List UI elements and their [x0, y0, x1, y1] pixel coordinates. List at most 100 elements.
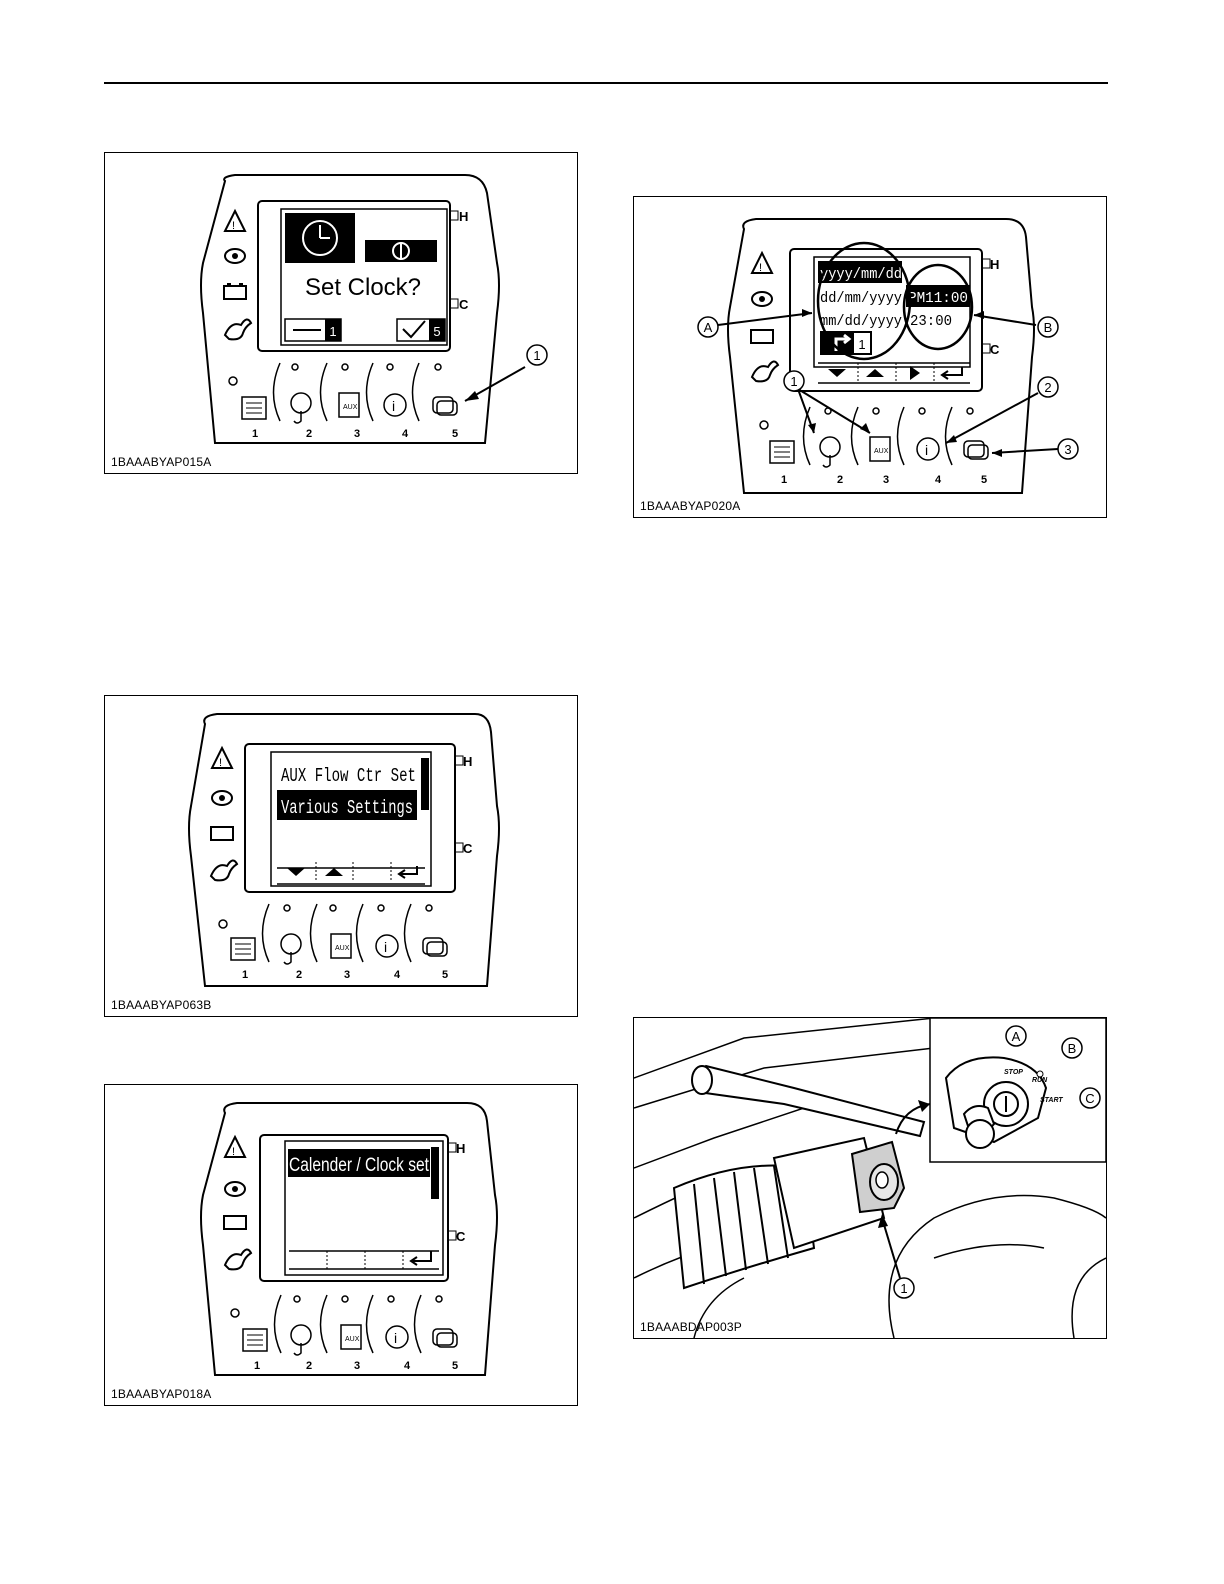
aux-lift-icon[interactable] [290, 392, 312, 424]
return-softkey[interactable]: 1 [820, 331, 872, 355]
display-switch-icon[interactable] [422, 937, 448, 957]
scrollbar[interactable] [421, 758, 429, 810]
aux-icon[interactable]: AUX [338, 392, 360, 418]
callout-circle [526, 344, 548, 366]
header-rule [104, 82, 1108, 84]
display-switch-icon[interactable] [432, 396, 458, 416]
indicator-c: C [990, 342, 1000, 357]
figure-various-settings: ! AUX Flow Ctr Set Various Settings H C … [104, 695, 578, 1017]
callout-label: B [1068, 1041, 1077, 1056]
svg-text:AUX: AUX [335, 945, 350, 952]
button-number: 5 [452, 428, 458, 440]
callout-label: C [1085, 1091, 1094, 1106]
clock-icon [285, 213, 355, 263]
figure-caption: 1BAAABYAP015A [111, 455, 212, 469]
aux-lift-icon[interactable] [280, 933, 302, 965]
info-icon[interactable]: i [383, 393, 407, 417]
cancel-softkey[interactable]: 1 [284, 318, 342, 342]
svg-text:AUX: AUX [345, 1336, 360, 1343]
aux-lift-icon[interactable] [290, 1324, 312, 1356]
right-arrow-icon[interactable] [910, 366, 920, 380]
menu-icon[interactable] [769, 440, 795, 464]
set-clock-text: Set Clock? [305, 274, 421, 301]
rabbit-icon [750, 360, 780, 383]
clock-alt-icon [365, 240, 437, 262]
oil-pressure-icon [224, 248, 246, 264]
svg-text:5: 5 [433, 324, 440, 339]
svg-text:i: i [925, 442, 928, 458]
warning-icon: ! [223, 1134, 247, 1158]
menu-item-calender-clock-set[interactable]: Calender / Clock set [289, 1155, 430, 1176]
svg-text:1: 1 [858, 337, 865, 352]
highlight-circle-b [902, 263, 974, 351]
button-number: 3 [883, 474, 889, 486]
button-number: 1 [242, 969, 248, 981]
display-switch-icon[interactable] [432, 1328, 458, 1348]
up-arrow-icon[interactable] [866, 369, 884, 377]
svg-text:i: i [394, 1330, 397, 1346]
date-format-mdy[interactable]: mm/dd/yyyy [820, 313, 902, 330]
time-highlight [906, 285, 970, 307]
info-icon[interactable]: i [375, 934, 399, 958]
indicator-c: C [463, 841, 473, 856]
warning-icon: ! [750, 250, 774, 274]
menu-icon[interactable] [230, 937, 256, 961]
menu-item-aux-flow[interactable]: AUX Flow Ctr Set [281, 765, 416, 787]
button-number: 4 [394, 969, 401, 981]
figure-calender-clock-set: ! Calender / Clock set H C AUX i 1 2 3 [104, 1084, 578, 1406]
aux-icon[interactable]: AUX [330, 933, 352, 959]
callout-label: 3 [1064, 442, 1071, 457]
date-format-dmy[interactable]: dd/mm/yyyy [820, 290, 902, 307]
position-stop: STOP [1004, 1069, 1023, 1076]
date-format-ymd[interactable]: yyyy/mm/dd [820, 266, 902, 283]
rabbit-icon [209, 859, 239, 882]
menu-icon[interactable] [241, 396, 267, 420]
callout-label: 2 [1044, 380, 1051, 395]
down-arrow-icon[interactable] [287, 868, 305, 876]
callout-label: 1 [900, 1281, 907, 1296]
button-number: 2 [296, 969, 302, 981]
info-icon[interactable]: i [385, 1325, 409, 1349]
up-arrow-icon[interactable] [325, 868, 343, 876]
confirm-softkey[interactable]: 5 [396, 318, 446, 342]
enter-icon[interactable] [940, 367, 963, 380]
button-number: 3 [354, 1360, 360, 1372]
aux-icon[interactable]: AUX [340, 1324, 362, 1350]
display-switch-icon[interactable] [963, 440, 989, 460]
button-number: 2 [306, 1360, 312, 1372]
key-switch[interactable] [850, 1140, 906, 1214]
menu-highlight [277, 790, 417, 820]
figure-caption: 1BAAABYAP063B [111, 998, 212, 1012]
oil-pressure-icon [751, 291, 773, 307]
button-number: 4 [404, 1360, 411, 1372]
callout-label: A [1012, 1029, 1021, 1044]
position-run: RUN [1032, 1077, 1048, 1084]
enter-icon[interactable] [397, 866, 418, 879]
enter-icon[interactable] [409, 1251, 432, 1266]
button-number: 3 [344, 969, 350, 981]
warning-icon: ! [223, 208, 247, 232]
indicator-h: H [456, 1141, 465, 1156]
figure-date-time-format: ! yyyy/mm/dd dd/mm/yyyy mm/dd/yyyy PM11:… [633, 196, 1107, 518]
button-number: 5 [452, 1360, 458, 1372]
time-format-12h[interactable]: PM11:00 [908, 290, 968, 307]
menu-item-various-settings[interactable]: Various Settings [281, 797, 413, 819]
scrollbar[interactable] [431, 1147, 439, 1199]
indicator-h: H [990, 257, 999, 272]
menu-highlight [288, 1149, 430, 1177]
aux-icon[interactable]: AUX [869, 436, 891, 462]
svg-text:!: ! [759, 262, 762, 274]
button-number: 4 [935, 474, 942, 486]
battery-icon [223, 283, 247, 300]
menu-icon[interactable] [242, 1328, 268, 1352]
button-number: 1 [781, 474, 787, 486]
format-highlight [818, 261, 902, 283]
svg-text:AUX: AUX [343, 404, 358, 411]
button-number: 2 [837, 474, 843, 486]
button-number: 2 [306, 428, 312, 440]
button-number: 5 [981, 474, 987, 486]
down-arrow-icon[interactable] [828, 369, 846, 377]
info-icon[interactable]: i [916, 437, 940, 461]
time-format-24h[interactable]: 23:00 [910, 313, 952, 330]
aux-lift-icon[interactable] [819, 436, 841, 468]
